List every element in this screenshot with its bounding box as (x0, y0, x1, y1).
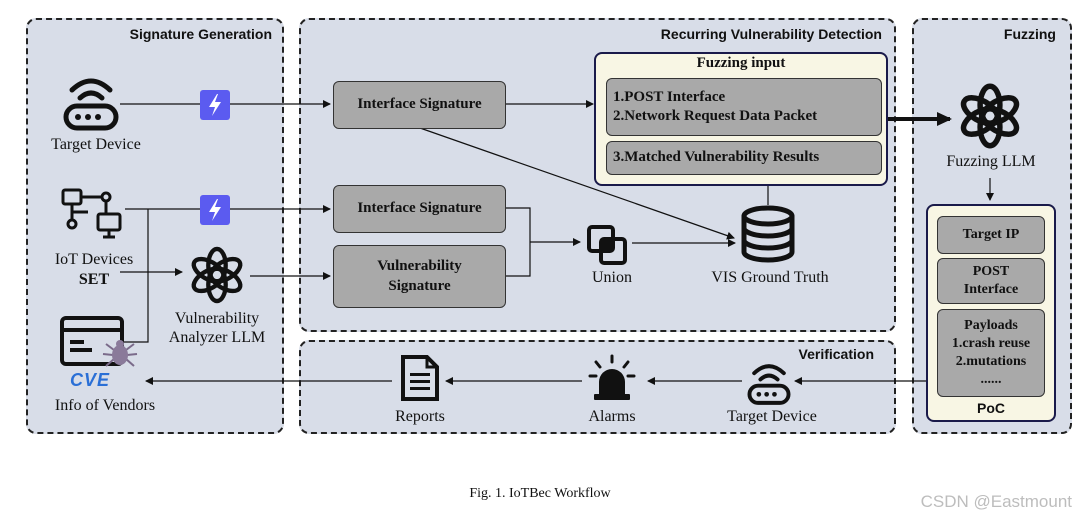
cve-logo: CVE (69, 370, 110, 390)
fuzzing-llm-label: Fuzzing LLM (946, 153, 1036, 170)
verification-title: Verification (798, 346, 874, 362)
database-icon (741, 205, 795, 263)
fuzzing-input-container: Fuzzing input 1.POST Interface 2.Network… (594, 52, 888, 186)
target-device-label-bottom: Target Device (727, 408, 817, 425)
llm-knot-icon (191, 246, 243, 304)
iot-network-icon (61, 188, 122, 239)
verification-panel: Verification (299, 340, 896, 434)
poc-target-ip: Target IP (937, 216, 1045, 254)
interface-signature-box-2: Interface Signature (333, 185, 506, 233)
target-device-label-top: Target Device (51, 136, 141, 153)
recurring-detection-title: Recurring Vulnerability Detection (660, 26, 882, 42)
poc-title: PoC (977, 400, 1005, 416)
iot-set-label: SET (78, 271, 110, 288)
flash-icon (200, 195, 230, 225)
router-icon (63, 78, 119, 131)
poc-payloads: Payloads 1.crash reuse 2.mutations .....… (937, 309, 1045, 397)
info-vendors-label: Info of Vendors (54, 397, 156, 414)
bug-icon (102, 340, 138, 367)
poc-container: Target IP POST Interface Payloads 1.cras… (926, 204, 1056, 422)
signature-generation-title: Signature Generation (129, 26, 272, 42)
iot-devices-label: IoT Devices (54, 251, 134, 268)
llm-knot-icon (960, 83, 1020, 149)
fuzzing-input-item-1: 1.POST Interface 2.Network Request Data … (606, 78, 882, 136)
alarms-label: Alarms (588, 408, 636, 425)
vis-ground-truth-label: VIS Ground Truth (711, 269, 829, 286)
reports-label: Reports (395, 408, 445, 425)
alarm-siren-icon (588, 354, 636, 400)
union-icon (587, 225, 627, 265)
fuzzing-title: Fuzzing (1003, 26, 1056, 42)
report-document-icon (401, 355, 439, 401)
watermark: CSDN @Eastmount (920, 492, 1072, 511)
router-icon (747, 364, 791, 405)
flash-icon (200, 90, 230, 120)
vulnerability-signature-box: Vulnerability Signature (333, 245, 506, 308)
fuzzing-input-title: Fuzzing input (696, 55, 786, 71)
union-label: Union (592, 269, 632, 286)
interface-signature-box-1: Interface Signature (333, 81, 506, 129)
poc-post-interface: POST Interface (937, 258, 1045, 304)
figure-caption: Fig. 1. IoTBec Workflow (469, 486, 611, 501)
fuzzing-input-item-2: 3.Matched Vulnerability Results (606, 141, 882, 175)
vuln-analyzer-label: Vulnerability Analyzer LLM (168, 310, 266, 347)
